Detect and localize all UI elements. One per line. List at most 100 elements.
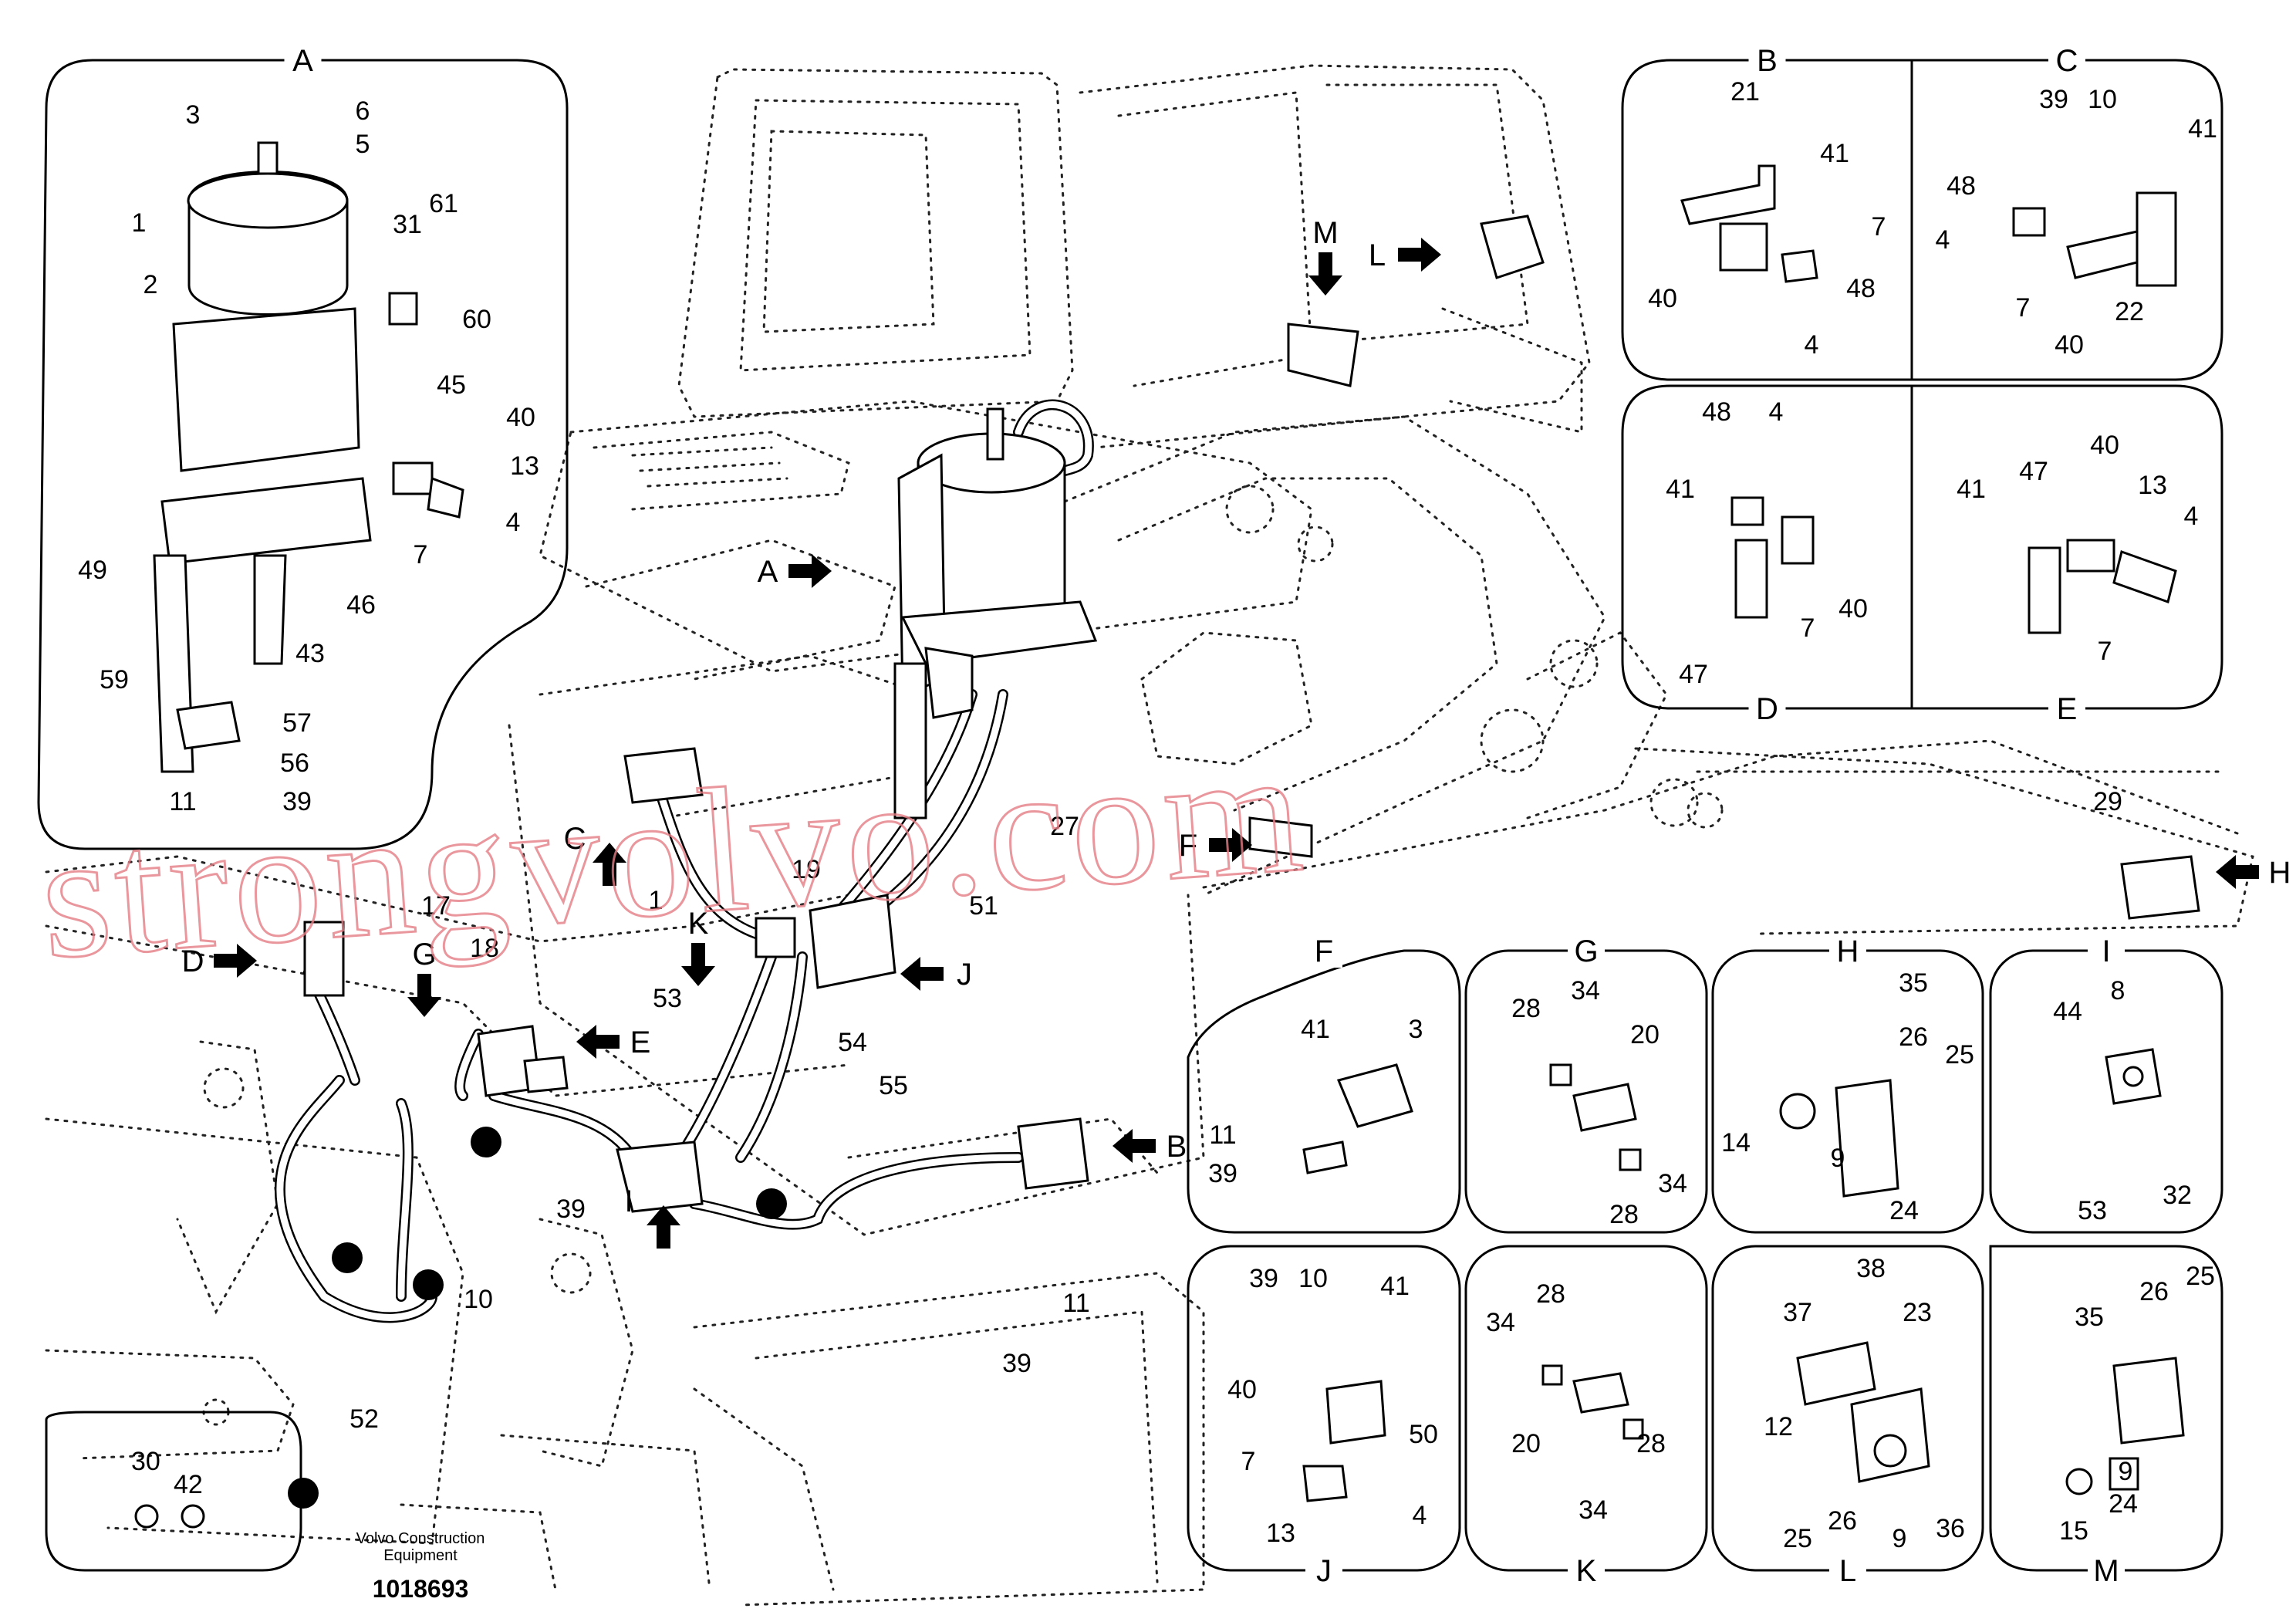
part-label: 40 (1227, 1375, 1257, 1404)
arrow-down-icon (407, 974, 441, 1017)
part-label: 39 (1249, 1264, 1278, 1293)
panel-m (1989, 1245, 2223, 1572)
view-arrow-d: D (182, 944, 257, 978)
part-label: 41 (1820, 139, 1849, 168)
view-arrow-letter: H (2269, 856, 2291, 890)
diagram-number: 1018693 (373, 1575, 469, 1603)
part-label: 25 (1783, 1524, 1812, 1553)
part-label: 24 (1889, 1196, 1919, 1225)
part-label: 45 (437, 370, 466, 400)
panel-letter-bg (284, 43, 322, 77)
part-label: 13 (1266, 1519, 1295, 1548)
view-arrow-j: J (900, 957, 972, 992)
arrow-right-icon (788, 554, 832, 588)
view-arrow-letter: G (412, 938, 436, 972)
part-label: 20 (1630, 1020, 1660, 1049)
part-label: 18 (470, 934, 499, 963)
part-label: 25 (1945, 1040, 1974, 1070)
part-label: 23 (1903, 1298, 1932, 1327)
part-label: 19 (792, 855, 821, 884)
part-label: 50 (1409, 1420, 1438, 1449)
part-label: 9 (1893, 1524, 1907, 1553)
part-label: 51 (969, 891, 998, 921)
arrow-left-icon (2216, 855, 2259, 889)
part-label: 53 (2078, 1196, 2107, 1225)
panel-d (1621, 384, 1913, 710)
panel-letter-bg (1568, 934, 1605, 968)
part-label: 8 (2111, 976, 2125, 1005)
arrow-left-icon (900, 957, 944, 991)
part-label: 40 (1838, 594, 1868, 623)
panel-letter-i: I (2102, 934, 2110, 968)
panel-letter-g: G (1574, 934, 1598, 968)
part-label: 9 (1831, 1144, 1845, 1173)
view-arrow-letter: A (758, 555, 778, 589)
panel-b (1621, 59, 1913, 381)
part-label: 47 (2019, 457, 2048, 486)
panel-letter-m: M (2093, 1554, 2119, 1588)
view-arrow-letter: K (688, 907, 709, 941)
part-label: 37 (1783, 1298, 1812, 1327)
part-label: 14 (1721, 1128, 1751, 1157)
part-label: 41 (1380, 1272, 1410, 1301)
part-label: 11 (169, 787, 196, 816)
part-label: 26 (1828, 1506, 1857, 1536)
part-label: 4 (1805, 330, 1819, 360)
legend-number-1: 30 (131, 1447, 160, 1476)
part-label: 6 (356, 96, 370, 126)
legend-number-2: 42 (174, 1470, 203, 1499)
part-label: 28 (1636, 1429, 1666, 1458)
part-label: 4 (1769, 397, 1784, 427)
part-label: 48 (1846, 274, 1876, 303)
part-label: 39 (2039, 85, 2068, 114)
panel-letter-j: J (1316, 1554, 1332, 1588)
part-label: 34 (1486, 1308, 1515, 1337)
panel-letter-bg (1305, 1553, 1342, 1587)
panel-letter-bg (2048, 691, 2085, 725)
panel-letter-bg (1305, 934, 1342, 968)
part-label: 10 (1298, 1264, 1328, 1293)
view-arrow-a: A (758, 554, 832, 589)
view-arrow-letter: J (957, 958, 972, 992)
part-label: 24 (2109, 1489, 2138, 1519)
view-arrow-e: E (576, 1025, 650, 1059)
view-arrow-letter: D (182, 944, 204, 978)
part-label: 7 (1241, 1447, 1256, 1476)
part-label: 7 (2016, 293, 2031, 323)
part-label: 34 (1658, 1169, 1687, 1198)
view-arrow-b: B (1113, 1129, 1187, 1164)
view-arrow-f: F (1179, 828, 1252, 863)
panel-i (1989, 949, 2223, 1234)
panel-letter-b: B (1757, 44, 1778, 78)
panel-letter-bg (2088, 1553, 2125, 1587)
view-arrow-h: H (2216, 855, 2291, 890)
part-label: 34 (1578, 1495, 1608, 1525)
part-label: 3 (1409, 1015, 1423, 1044)
part-label: 46 (346, 590, 376, 620)
arrow-left-icon (1113, 1129, 1156, 1163)
view-arrow-letter: I (624, 1184, 633, 1218)
part-label: 28 (1511, 994, 1541, 1023)
view-arrow-m: M (1308, 216, 1342, 296)
panel-c (1910, 59, 2223, 381)
arrow-left-icon (576, 1025, 620, 1059)
part-label: 26 (1899, 1022, 1928, 1052)
part-label: 11 (1062, 1289, 1089, 1318)
part-label: 4 (1936, 225, 1950, 255)
part-label: 35 (2075, 1303, 2104, 1332)
panel-letter-a: A (292, 44, 313, 78)
part-label: 40 (2055, 330, 2084, 360)
part-label: 47 (1679, 660, 1708, 689)
credit-line-2: Equipment (383, 1547, 458, 1564)
part-label: 59 (100, 665, 129, 694)
part-label: 15 (2059, 1516, 2088, 1546)
part-label: 9 (2119, 1457, 2133, 1486)
part-label: 13 (2138, 471, 2167, 500)
part-label: 54 (838, 1028, 867, 1057)
part-label: 20 (1511, 1429, 1541, 1458)
part-label: 7 (1872, 212, 1886, 242)
panel-letter-bg (1829, 1553, 1866, 1587)
